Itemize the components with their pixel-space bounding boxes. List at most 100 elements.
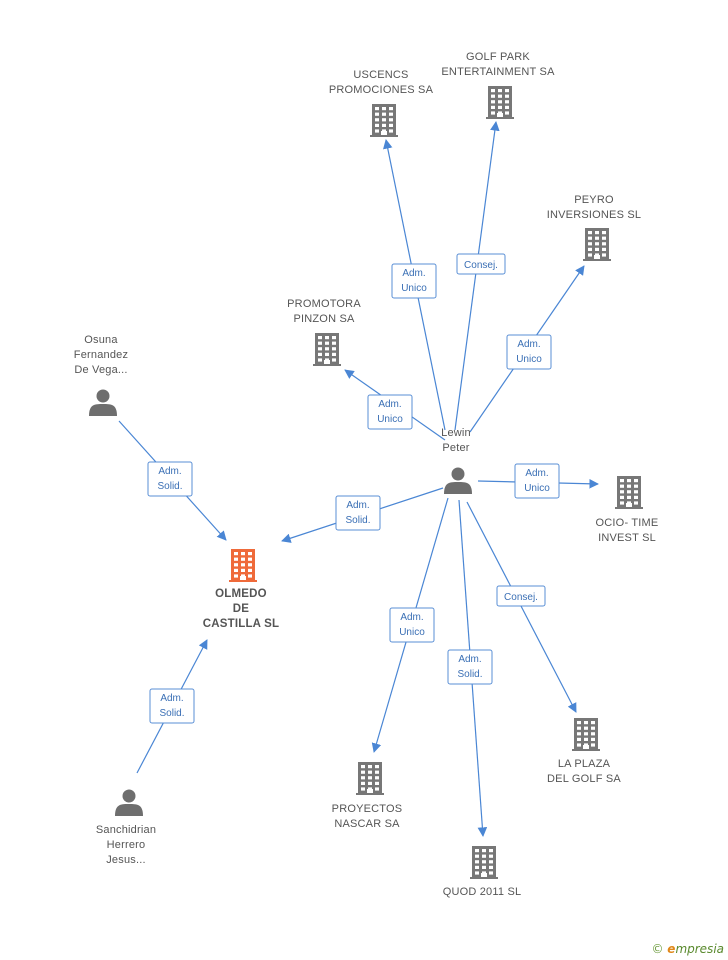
edge-label-text: Adm. bbox=[378, 399, 401, 410]
node-label: Fernandez bbox=[74, 349, 128, 361]
edge-label-text: Unico bbox=[516, 354, 542, 365]
node-pinzon[interactable]: PROMOTORA PINZON SA bbox=[287, 298, 361, 366]
edge-label-text: Unico bbox=[401, 283, 427, 294]
building-icon bbox=[370, 104, 398, 137]
node-sanchidrian[interactable]: SanchidrianHerreroJesus... bbox=[96, 789, 156, 867]
edge-label-box bbox=[389, 607, 435, 643]
person-icon bbox=[89, 389, 117, 416]
edge-label-text: Solid. bbox=[457, 669, 482, 680]
edge-label-text: Adm. bbox=[525, 468, 548, 479]
edge-label-box bbox=[335, 495, 381, 531]
brand-logo-text: mpresia bbox=[675, 942, 724, 956]
edge-label-box bbox=[456, 253, 506, 275]
node-label: INVERSIONES SL bbox=[547, 209, 642, 221]
edge-label-box bbox=[496, 585, 546, 607]
node-label: Jesus... bbox=[106, 854, 146, 866]
building-icon bbox=[356, 762, 384, 795]
building-icon bbox=[615, 476, 643, 509]
building-icon bbox=[583, 228, 611, 261]
node-label: DEL GOLF SA bbox=[547, 773, 621, 785]
copyright-symbol: © bbox=[651, 942, 664, 956]
person-icon bbox=[444, 467, 472, 494]
node-label: PEYRO bbox=[574, 194, 614, 206]
node-ocio[interactable]: OCIO- TIME INVEST SL bbox=[596, 476, 659, 544]
node-label: ENTERTAINMENT SA bbox=[441, 66, 555, 78]
edge-label-text: Consej. bbox=[464, 260, 498, 271]
node-label: QUOD 2011 SL bbox=[443, 886, 522, 898]
edge-label-text: Adm. bbox=[346, 500, 369, 511]
node-label: Herrero bbox=[107, 839, 146, 851]
building-icon bbox=[229, 549, 257, 582]
edge-label-text: Solid. bbox=[345, 515, 370, 526]
brand-logo-e: e bbox=[667, 942, 676, 956]
edge-lewin-golfpark bbox=[454, 121, 500, 431]
edge-label-box bbox=[391, 263, 437, 299]
edge-label-box bbox=[149, 688, 195, 724]
edge-label-lewin-ocio[interactable]: Adm. Unico bbox=[514, 463, 560, 499]
edge-label-lewin-olmedo[interactable]: Adm. Solid. bbox=[335, 495, 381, 531]
edge-label-text: Unico bbox=[524, 483, 550, 494]
edge-label-box bbox=[447, 649, 493, 685]
building-icon bbox=[572, 718, 600, 751]
edge-label-text: Solid. bbox=[159, 708, 184, 719]
edge-label-osuna-olmedo[interactable]: Adm. Solid. bbox=[147, 461, 193, 497]
node-label: CASTILLA SL bbox=[203, 618, 280, 630]
edge-label-text: Unico bbox=[377, 414, 403, 425]
building-icon bbox=[313, 333, 341, 366]
edge-label-text: Adm. bbox=[458, 654, 481, 665]
node-label: OLMEDO bbox=[215, 588, 267, 600]
node-label: USCENCS bbox=[353, 69, 408, 81]
edge-label-text: Unico bbox=[399, 627, 425, 638]
node-label: GOLF PARK bbox=[466, 51, 530, 63]
node-label: INVEST SL bbox=[598, 532, 656, 544]
node-uscencs[interactable]: USCENCS PROMOCIONES SA bbox=[329, 69, 434, 137]
edge-label-lewin-pinzon[interactable]: Adm. Unico bbox=[367, 394, 413, 430]
edge-label-text: Adm. bbox=[158, 466, 181, 477]
edge-label-box bbox=[506, 334, 552, 370]
node-label: Peter bbox=[442, 442, 469, 454]
edge-label-lewin-golfpark[interactable]: Consej. bbox=[456, 253, 506, 275]
node-laplaza[interactable]: LA PLAZA DEL GOLF SA bbox=[547, 718, 621, 785]
person-icon bbox=[115, 789, 143, 816]
edge-labels-layer: Adm.UnicoConsej.Adm.UnicoAdm.UnicoAdm.Un… bbox=[147, 253, 560, 724]
node-quod[interactable]: QUOD 2011 SL bbox=[443, 846, 522, 898]
edge-lewin-laplaza bbox=[466, 501, 577, 713]
node-peyro[interactable]: PEYRO INVERSIONES SL bbox=[547, 194, 642, 261]
edge-label-lewin-laplaza[interactable]: Consej. bbox=[496, 585, 546, 607]
node-golfpark[interactable]: GOLF PARK ENTERTAINMENT SA bbox=[441, 51, 555, 119]
edge-label-text: Adm. bbox=[402, 268, 425, 279]
edge-label-lewin-quod[interactable]: Adm. Solid. bbox=[447, 649, 493, 685]
node-label: NASCAR SA bbox=[334, 818, 400, 830]
edge-label-text: Adm. bbox=[400, 612, 423, 623]
edge-label-lewin-peyro[interactable]: Adm. Unico bbox=[506, 334, 552, 370]
edge-label-text: Consej. bbox=[504, 592, 538, 603]
node-label: PROMOCIONES SA bbox=[329, 84, 434, 96]
node-nascar[interactable]: PROYECTOS NASCAR SA bbox=[332, 762, 403, 830]
edge-label-text: Adm. bbox=[160, 693, 183, 704]
building-icon bbox=[470, 846, 498, 879]
edge-label-lewin-uscencs[interactable]: Adm. Unico bbox=[391, 263, 437, 299]
node-label: PROMOTORA bbox=[287, 298, 361, 310]
node-label: PROYECTOS bbox=[332, 803, 403, 815]
node-label: Osuna bbox=[84, 334, 118, 346]
building-icon bbox=[486, 86, 514, 119]
edge-label-text: Adm. bbox=[517, 339, 540, 350]
edge-label-box bbox=[147, 461, 193, 497]
node-label: OCIO- TIME bbox=[596, 517, 659, 529]
edge-label-sanchidrian-olmedo[interactable]: Adm. Solid. bbox=[149, 688, 195, 724]
node-label: Lewin bbox=[441, 427, 471, 439]
edge-label-box bbox=[514, 463, 560, 499]
node-olmedo[interactable]: OLMEDO DE CASTILLA SL bbox=[203, 549, 280, 630]
node-label: PINZON SA bbox=[293, 313, 355, 325]
edge-label-text: Solid. bbox=[157, 481, 182, 492]
edge-label-box bbox=[367, 394, 413, 430]
edge-label-lewin-nascar[interactable]: Adm. Unico bbox=[389, 607, 435, 643]
node-label: DE bbox=[233, 603, 250, 615]
node-label: De Vega... bbox=[74, 364, 127, 376]
brand-watermark: © empresia bbox=[651, 942, 724, 956]
node-label: LA PLAZA bbox=[558, 758, 611, 770]
